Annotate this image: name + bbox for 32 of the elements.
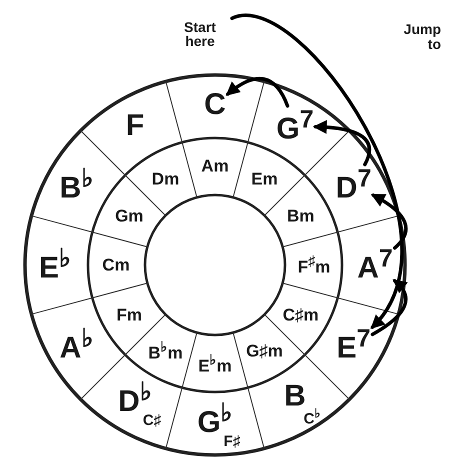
chord-label: Em	[251, 170, 278, 188]
chord-label: A$^{7}$	[357, 246, 393, 284]
enharmonic-label: C♯	[142, 412, 162, 428]
arrow	[370, 194, 408, 250]
arrow	[226, 76, 290, 108]
note-text: Start here	[170, 20, 230, 48]
chord-label: F	[126, 111, 144, 142]
chord-label: Fm	[116, 306, 142, 323]
chord-label: G♯m	[246, 342, 283, 360]
chord-label: Gm	[115, 207, 144, 224]
chord-label: F$^{♯}$m	[298, 254, 330, 276]
chord-label: C♯m	[282, 306, 319, 323]
note-text: Jump to	[402, 22, 441, 53]
chord-label: E$^{7}$	[336, 326, 371, 364]
chord-label: B	[284, 381, 306, 412]
chord-label: B$^{♭}$	[60, 166, 94, 204]
enharmonic-label: C$^{♭}$	[304, 407, 320, 426]
arrow	[312, 120, 372, 166]
arrow	[230, 14, 403, 330]
chord-label: D$^{7}$	[336, 166, 372, 204]
chord-label: G$^{7}$	[276, 108, 314, 145]
arrow	[370, 278, 408, 336]
chord-label: C	[204, 90, 226, 120]
chord-label: E$^{♭}$m	[198, 354, 232, 374]
chord-label: E$^{♭}$	[39, 246, 71, 284]
chord-label: Cm	[102, 256, 130, 274]
chord-label: B$^{♭}$m	[148, 340, 183, 362]
chord-label: A$^{♭}$	[60, 326, 94, 364]
enharmonic-label: F♯	[224, 434, 240, 449]
chord-label: Am	[201, 158, 229, 174]
chord-label: Bm	[287, 207, 314, 224]
chord-label: Dm	[152, 170, 180, 188]
